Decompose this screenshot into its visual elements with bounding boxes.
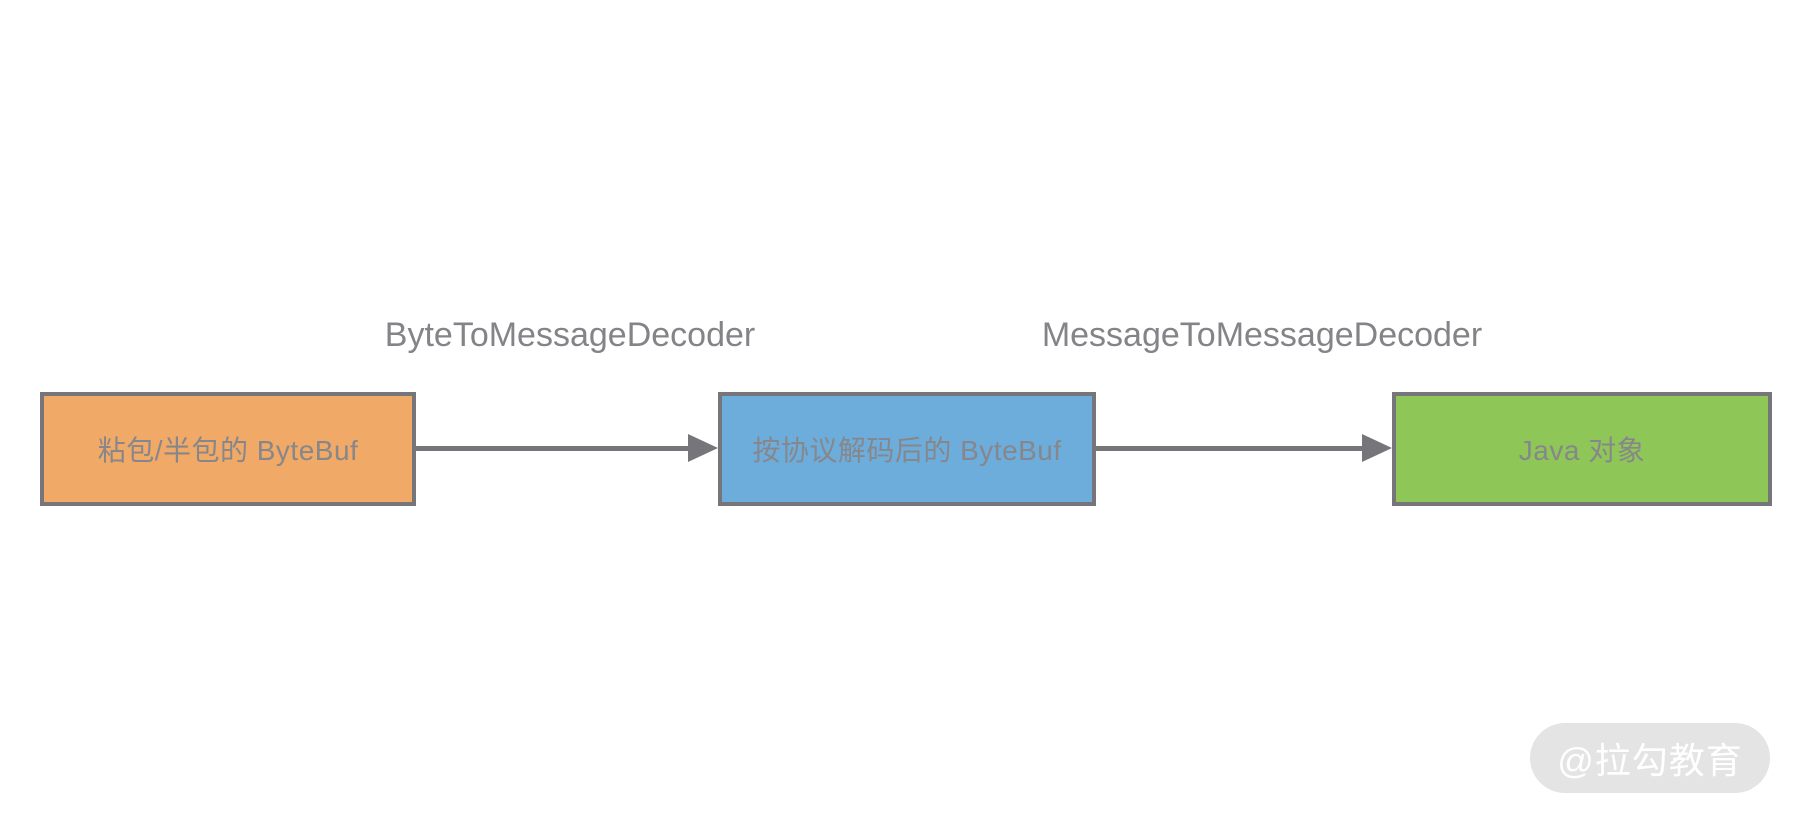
arrow-line-1 <box>416 446 688 451</box>
node-label-java-object: Java 对象 <box>1518 435 1646 466</box>
node-label-sticky-half-packet-bytebuf: 粘包/半包的 ByteBuf <box>97 435 359 466</box>
node-sticky-half-packet-bytebuf: 粘包/半包的 ByteBuf <box>40 392 416 506</box>
edge-label-byte-to-message-decoder: ByteToMessageDecoder <box>384 316 756 354</box>
watermark-text: @拉勾教育 <box>1557 740 1743 781</box>
edge-label-message-to-message-decoder: MessageToMessageDecoder <box>1041 316 1483 354</box>
arrowhead-icon-1 <box>688 434 718 462</box>
node-decoded-bytebuf: 按协议解码后的 ByteBuf <box>718 392 1096 506</box>
node-label-decoded-bytebuf: 按协议解码后的 ByteBuf <box>752 435 1062 466</box>
arrowhead-icon-2 <box>1362 434 1392 462</box>
node-java-object: Java 对象 <box>1392 392 1772 506</box>
arrow-line-2 <box>1096 446 1362 451</box>
watermark-badge: @拉勾教育 <box>1530 723 1770 793</box>
